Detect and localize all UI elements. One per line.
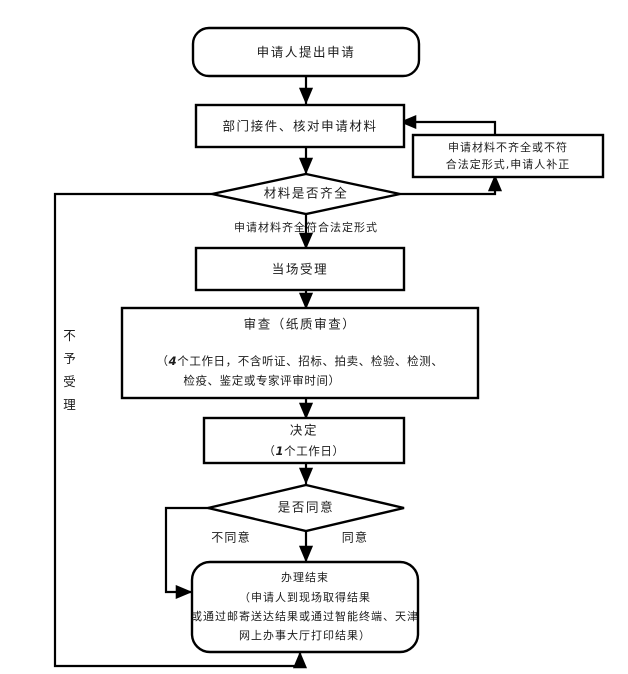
edge-disagree-to-finish: [164, 506, 232, 600]
node-finish-line1: （申请人到现场取得结果: [239, 590, 371, 604]
node-finish-line3: 网上办事大厅打印结果）: [239, 628, 371, 642]
node-receive-label: 部门接件、核对申请材料: [222, 119, 377, 134]
node-agree-decision-shape: [207, 483, 405, 533]
node-finish-line2: 或通过邮寄送达结果或通过智能终端、天津: [191, 609, 419, 623]
edge-label-agree: 同意: [342, 530, 368, 545]
edge-check-to-correction: [400, 174, 503, 196]
node-agree-decision: 是否同意: [207, 483, 405, 533]
node-accept-label: 当场受理: [272, 262, 328, 277]
edge-label-materials-complete: 申请材料齐全符合法定形式: [234, 220, 378, 234]
node-decide-detail: （1个工作日）: [263, 444, 344, 458]
node-review-shape: [120, 306, 480, 400]
node-review: 审查（纸质审查） （4个工作日，不含听证、招标、拍卖、检验、检测、 检疫、鉴定或…: [120, 306, 480, 400]
node-review-detail-line1: （4个工作日，不含听证、招标、拍卖、检验、检测、: [157, 354, 444, 368]
node-finish: 办理结束 （申请人到现场取得结果 或通过邮寄送达结果或通过智能终端、天津 网上办…: [190, 560, 420, 654]
node-decide-shape: [202, 416, 406, 465]
node-correction-line2: 合法定形式,申请人补正: [446, 157, 571, 171]
edge-correction-to-receive: [399, 114, 497, 136]
node-correction-line1: 申请材料不齐全或不符: [448, 140, 568, 154]
edge-label-disagree: 不同意: [211, 530, 251, 545]
node-check-decision-shape: [211, 172, 401, 216]
node-decide-title: 决定: [290, 423, 318, 438]
node-reject-char-1: 不: [63, 328, 77, 343]
node-decide: 决定 （1个工作日）: [202, 416, 406, 465]
node-correction: 申请材料不齐全或不符 合法定形式,申请人补正: [411, 133, 605, 179]
node-correction-shape: [411, 133, 605, 179]
node-finish-title: 办理结束: [281, 571, 329, 584]
node-start: 申请人提出申请: [191, 26, 421, 78]
node-start-label: 申请人提出申请: [257, 45, 356, 60]
node-reject-char-2: 予: [63, 351, 77, 366]
node-receive: 部门接件、核对申请材料: [194, 103, 406, 149]
node-finish-shape: [190, 560, 420, 654]
node-accept-shape: [194, 246, 406, 292]
node-check-decision: 材料是否齐全: [211, 172, 401, 216]
node-reject-char-3: 受: [63, 374, 77, 389]
node-reject-char-4: 理: [63, 397, 77, 412]
node-accept: 当场受理: [194, 246, 406, 292]
node-check-decision-label: 材料是否齐全: [264, 186, 349, 201]
node-agree-decision-label: 是否同意: [278, 500, 334, 515]
node-receive-shape: [194, 103, 406, 149]
node-start-shape: [191, 26, 421, 78]
edge-reject-path: [53, 192, 308, 669]
node-reject-label: 不 予 受 理: [63, 328, 77, 412]
node-review-detail-line2: 检疫、鉴定或专家评审时间）: [183, 374, 340, 388]
node-review-title: 审查（纸质审查）: [244, 317, 357, 332]
